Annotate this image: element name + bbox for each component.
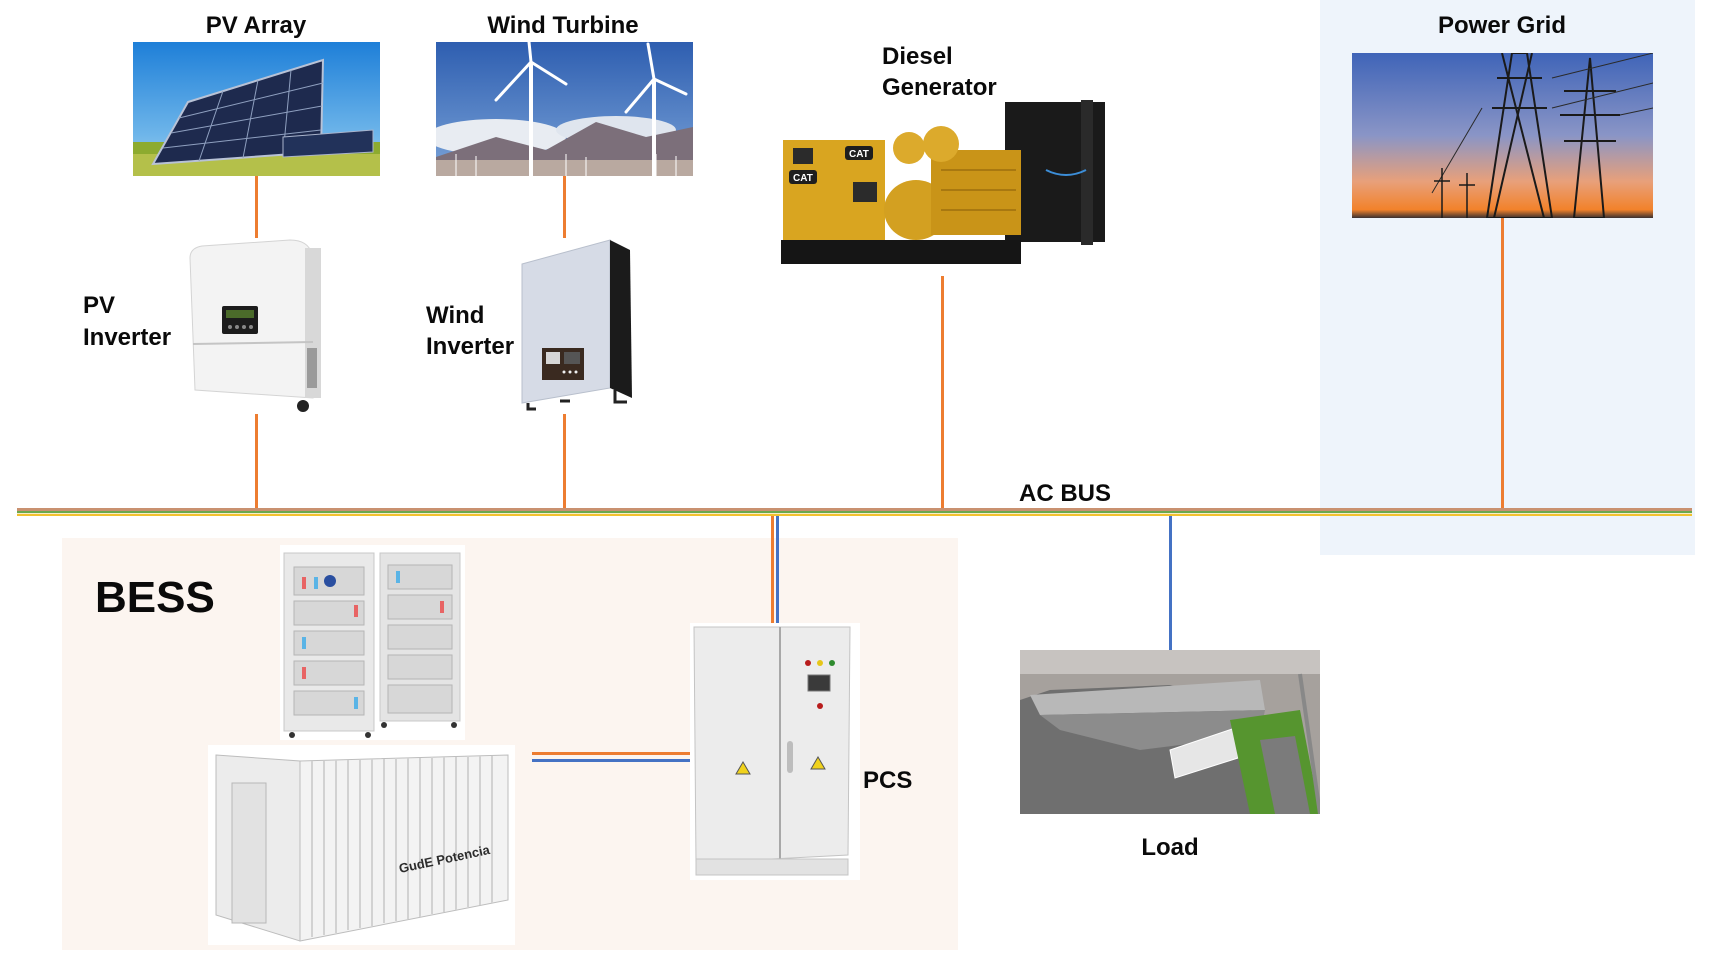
- pv-inverter-icon: [185, 238, 330, 414]
- diesel-generator-label-line2: Generator: [882, 74, 997, 101]
- wire-wind-inverter-to-bus: [563, 414, 566, 510]
- transmission-tower-icon: [1352, 53, 1653, 218]
- ac-bus: [17, 508, 1692, 517]
- ac-bus-label: AC BUS: [1019, 480, 1112, 507]
- wire-bess-to-pcs-blue: [532, 759, 692, 762]
- power-grid-label: Power Grid: [1437, 12, 1567, 39]
- pcs-cabinet-icon: [690, 623, 860, 880]
- wire-pv-array-to-inverter: [255, 176, 258, 238]
- wind-turbine-label: Wind Turbine: [487, 12, 639, 39]
- diesel-generator-label-line1: Diesel: [882, 43, 953, 70]
- wind-turbine-icon: [436, 42, 693, 176]
- pv-array-label: PV Array: [205, 12, 307, 39]
- wind-inverter-icon: [520, 238, 660, 414]
- pcs-label: PCS: [863, 767, 913, 794]
- wire-bess-to-pcs-orange: [532, 752, 692, 755]
- diesel-generator-icon: CAT CAT: [781, 100, 1112, 265]
- pv-inverter-label-line2: Inverter: [83, 324, 172, 351]
- svg-text:CAT: CAT: [849, 149, 869, 160]
- wire-diesel-to-bus: [941, 276, 944, 510]
- pv-inverter-label-line1: PV: [83, 292, 116, 319]
- wire-bus-to-load: [1169, 516, 1172, 650]
- svg-text:CAT: CAT: [793, 173, 813, 184]
- solar-panel-icon: [133, 42, 380, 176]
- container-icon: GudE Potencia: [208, 745, 515, 945]
- wind-inverter-label-line1: Wind: [426, 302, 485, 329]
- factory-icon: [1020, 650, 1320, 814]
- wire-wind-turbine-to-inverter: [563, 176, 566, 238]
- wire-bus-to-pcs-orange: [771, 516, 774, 624]
- load-label: Load: [1141, 834, 1199, 861]
- wire-pv-inverter-to-bus: [255, 414, 258, 510]
- wire-grid-to-bus: [1501, 218, 1504, 510]
- wind-inverter-label-line2: Inverter: [426, 333, 515, 360]
- wire-bus-to-pcs-blue: [776, 516, 779, 624]
- bess-label: BESS: [95, 573, 215, 622]
- battery-rack-icon: [280, 545, 465, 740]
